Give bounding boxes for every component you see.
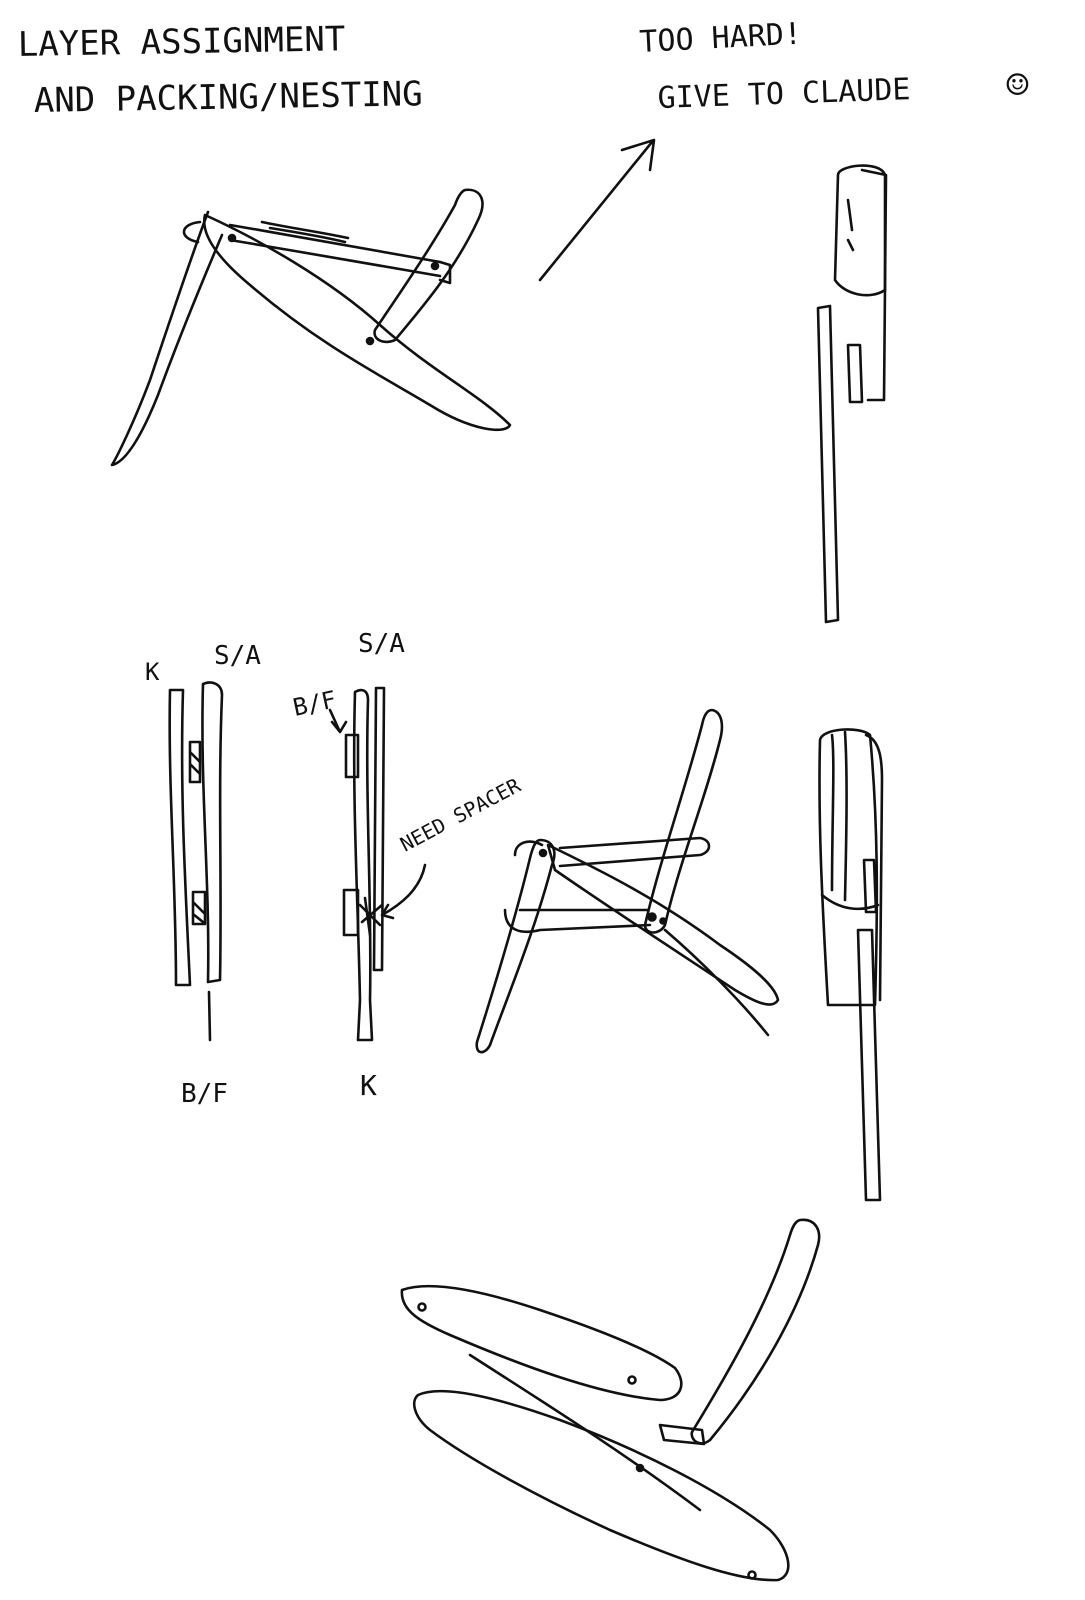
label-k-right: K [360,1069,377,1102]
bf-lead-left [207,990,212,1042]
diagonal-bar-mid [546,843,780,1006]
spacer-lower-left [191,890,207,926]
bf-block-upper-right [344,733,360,779]
sa-bar-right [372,686,386,972]
lower-paddle-bottom [413,1389,790,1582]
lower-tie-mid [503,908,652,934]
tie-bar-bottom [658,1423,706,1446]
label-sa-right: S/A [358,629,405,659]
bf-arrow-right [328,708,348,734]
pivot-mid-2 [647,912,657,922]
hole-bottom-3 [635,1463,645,1473]
layer-stack-right [328,686,427,1042]
left-bar-mid [475,838,556,1054]
need-spacer-arrow [380,863,427,920]
side-mid-curve [820,893,880,911]
side-right-strip [860,168,888,402]
smiley-icon: ☺ [1006,63,1029,107]
side-mid-strip [864,733,884,1002]
crossing-line-bottom [468,1353,702,1512]
rear-tie-bar [228,223,442,278]
pivot-mid-3 [659,917,667,925]
pivot-hole-3 [365,336,375,346]
sketch-side-view-top [816,164,888,624]
sketch-middle-linkage [475,708,780,1054]
side-long-rod [816,304,840,624]
sketch-bottom-linkage [400,1218,821,1582]
arrow-head [620,138,656,172]
tab-right [438,260,452,285]
upper-tie-mid [558,836,711,868]
lower-diagonal-mid [663,928,770,1037]
note-too-hard: TOO HARD! [639,17,803,60]
side-small-rect [846,343,864,404]
layer-stack-left [168,681,224,1042]
vertical-bar-mid [643,708,724,934]
spacer-crosshatch-right [358,896,384,937]
long-leaf-bar [202,213,512,432]
hole-bottom-1 [417,1302,427,1312]
pivot-hole-1 [227,233,237,243]
tab-left [182,220,202,244]
arrow-to-note [538,138,656,282]
hole-bottom-4 [747,1570,757,1580]
spacer-upper-left [188,740,202,784]
label-bf-left: B/F [181,1079,228,1109]
pivot-mid-1 [538,848,548,858]
upper-paddle-bottom [400,1284,683,1402]
k-bar-left [168,688,192,987]
pivot-hole-2 [430,261,440,271]
left-descending-bar [110,210,224,467]
side-mid-rod [856,928,882,1202]
hole-bottom-2 [627,1375,637,1385]
side-mid-inner-rect [862,858,878,914]
arrow-shaft [538,140,654,282]
bf-block-lower-right [342,888,360,937]
crossing-bar [373,188,484,344]
label-k-left: K [145,658,160,686]
side-upper-inner [846,198,855,252]
layer-stack-left-labels: K S/A B/F [145,641,261,1109]
header-block: LAYER ASSIGNMENT AND PACKING/NESTING TOO… [17,17,1029,121]
stub-left-mid [513,840,544,857]
sketch-top-linkage [110,188,512,467]
hatch-scribble [260,220,350,244]
sketch-side-view-middle [818,728,884,1202]
side-mid-outline [830,730,848,902]
k-bar-right [352,688,374,1042]
side-mid-block [818,728,879,1007]
title-line-1: LAYER ASSIGNMENT [17,19,345,65]
label-sa-left: S/A [214,641,261,671]
title-line-2: AND PACKING/NESTING [33,74,423,121]
sa-bar-left [201,681,224,984]
